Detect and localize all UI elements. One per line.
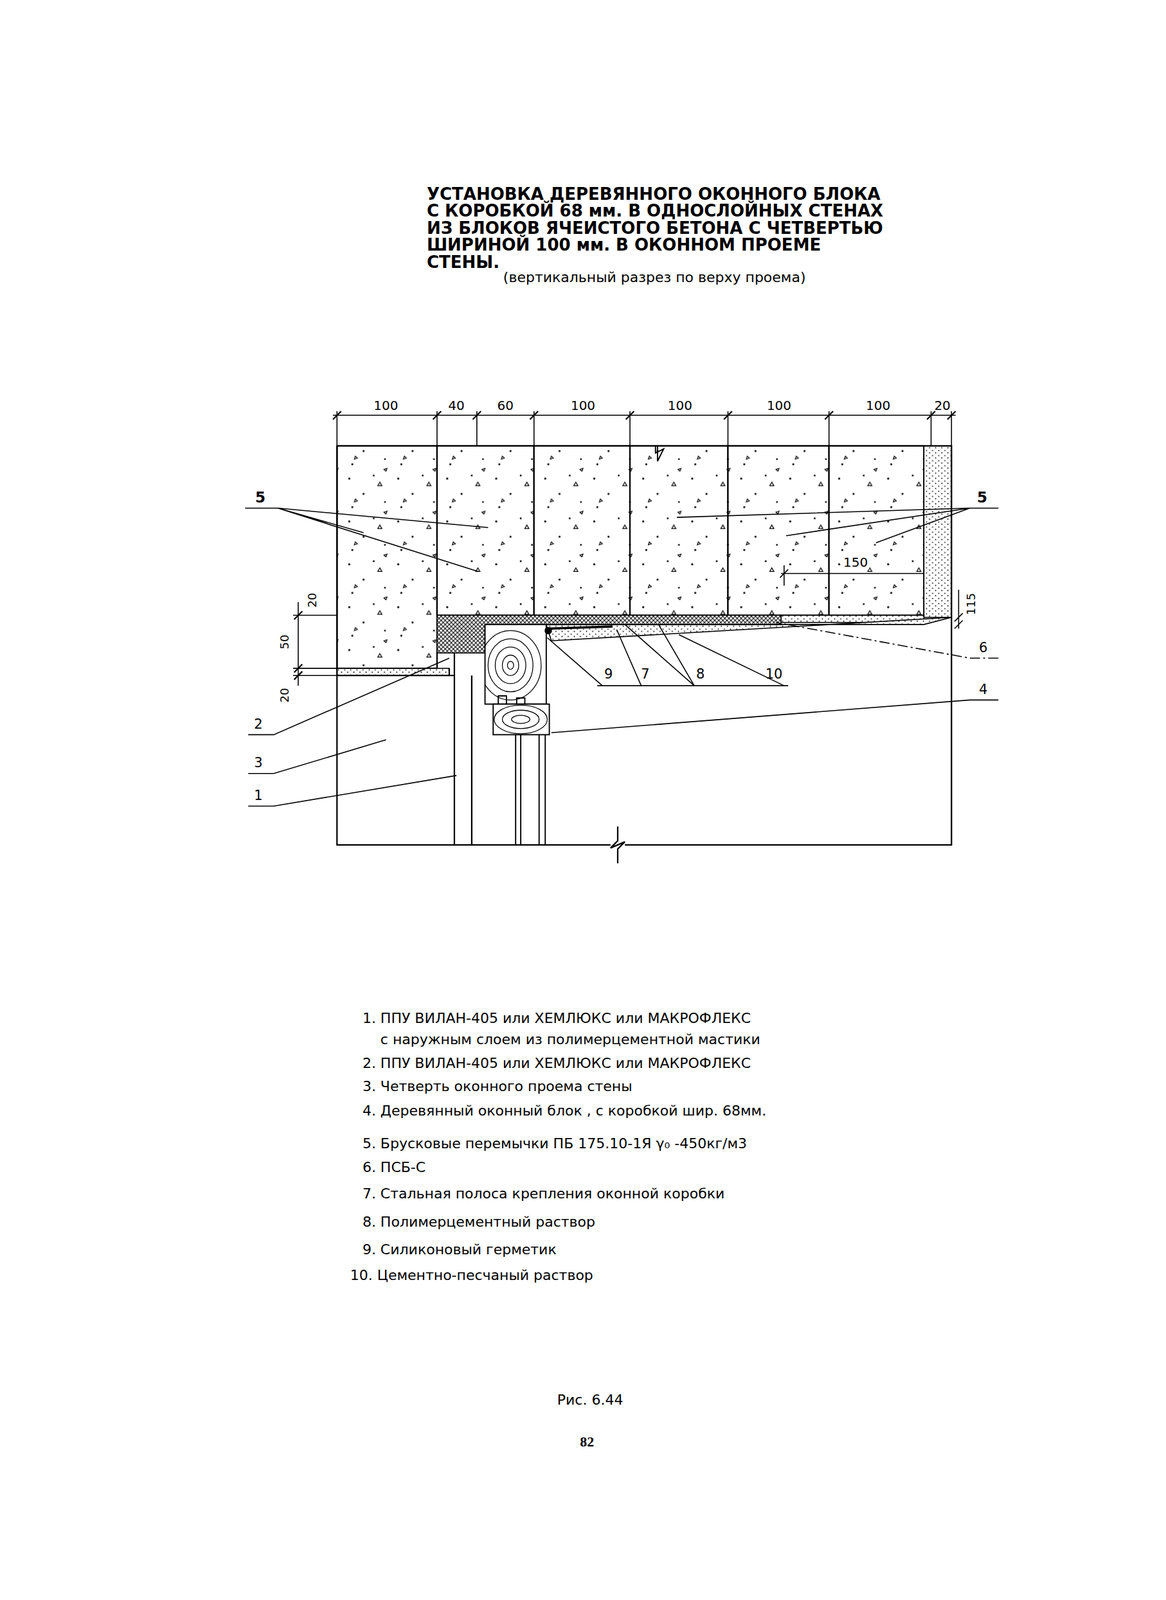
callout-number: 4 (978, 682, 988, 698)
leader-lines (676, 508, 999, 544)
leader-lines (547, 624, 784, 686)
dimension: 50 (278, 635, 292, 650)
window-frame (485, 630, 542, 700)
wall-outline (336, 446, 611, 846)
lintel-blocks (437, 446, 535, 616)
plaster-layers (336, 668, 450, 676)
leader-lines (248, 739, 386, 774)
page-number: 82 (579, 1434, 594, 1451)
wall-outline (655, 446, 664, 462)
figure-caption: Рис. 6.44 (557, 1392, 624, 1409)
dimension: 100 (865, 398, 891, 413)
callout-number: 9 (604, 667, 613, 682)
dimension-lines (954, 590, 963, 629)
subtitle: (вертикальный разрез по верху проема) (503, 269, 807, 286)
legend-item: 4. Деревянный оконный блок , с коробкой … (362, 1100, 767, 1122)
window-frame (480, 624, 613, 846)
dimension: 100 (667, 398, 693, 413)
wall-outline (336, 446, 952, 846)
plaster-layers (923, 446, 952, 618)
leader-lines (244, 508, 999, 807)
window-frame (515, 734, 546, 846)
dimension-lines (332, 411, 956, 420)
dimension-lines (336, 411, 952, 447)
callout-number: 6 (978, 640, 988, 656)
callout-number: 10 (765, 667, 783, 682)
dimension: 20 (278, 687, 292, 703)
window-frame (549, 626, 613, 629)
wall-outline (336, 446, 952, 864)
dimension: 100 (570, 398, 596, 413)
leader-lines (248, 658, 450, 735)
dimension: 100 (766, 398, 792, 413)
dimension: 60 (497, 398, 514, 413)
legend-item: 10. Цементно-песчаный раствор (350, 1264, 594, 1286)
legend-item: 8. Полимерцементный раствор (362, 1211, 596, 1233)
window-frame (511, 715, 531, 724)
dimension: 20 (933, 398, 951, 413)
dimension-lines (332, 415, 956, 417)
callout-number: 5 (255, 490, 266, 507)
window-frame (494, 647, 526, 684)
window-frame (502, 655, 519, 677)
dimension-lines (294, 611, 303, 680)
window-frame (485, 630, 542, 700)
legend-item: 6. ПСБ-С (362, 1156, 426, 1178)
window-frame (507, 661, 514, 670)
window-frame (487, 638, 533, 693)
window-frame (493, 704, 549, 736)
dimension: 100 (373, 398, 398, 413)
callout-number: 1 (253, 788, 263, 804)
leader-lines (597, 685, 789, 687)
leader-lines (244, 508, 488, 572)
legend-item: 2. ППУ ВИЛАН-405 или ХЕМЛЮКС или МАКРОФЛ… (362, 1052, 751, 1074)
callout-number: 5 (977, 490, 988, 507)
wall-outline (336, 653, 472, 846)
callout-number: 2 (253, 717, 263, 733)
legend-item: 1. ППУ ВИЛАН-405 или ХЕМЛЮКС или МАКРОФЛ… (362, 1007, 763, 1050)
lintel-blocks (534, 446, 630, 616)
leader-lines (248, 775, 457, 807)
callout-number: 7 (640, 667, 650, 682)
lintel-blocks (629, 446, 728, 616)
wall-outline (610, 826, 625, 864)
dimension: 40 (448, 398, 465, 413)
legend-item: 7. Стальная полоса крепления оконной кор… (362, 1182, 725, 1204)
lintel-blocks (336, 446, 438, 669)
window-frame (498, 696, 525, 705)
legend-item: 5. Брусковые перемычки ПБ 175.10-1Я γ₀ -… (362, 1133, 747, 1155)
window-frame (485, 624, 547, 705)
dimension-lines (293, 411, 963, 686)
window-frame (494, 705, 548, 734)
title: УСТАНОВКА ДЕРЕВЯННОГО ОКОННОГО БЛОКА С К… (426, 185, 885, 272)
lintel-blocks (727, 446, 829, 616)
leader-lines (775, 622, 999, 659)
dimension: 20 (305, 593, 319, 609)
window-frame (502, 710, 540, 729)
leader-lines (551, 699, 999, 733)
dimension: 115 (964, 593, 978, 616)
callout-number: 8 (696, 667, 705, 682)
legend-item: 9. Силиконовый герметик (362, 1239, 557, 1261)
window-frame (494, 705, 548, 734)
legend-item: 3. Четверть оконного проема стены (362, 1076, 633, 1098)
dimension: 150 (842, 555, 870, 570)
callout-number: 3 (253, 756, 263, 772)
